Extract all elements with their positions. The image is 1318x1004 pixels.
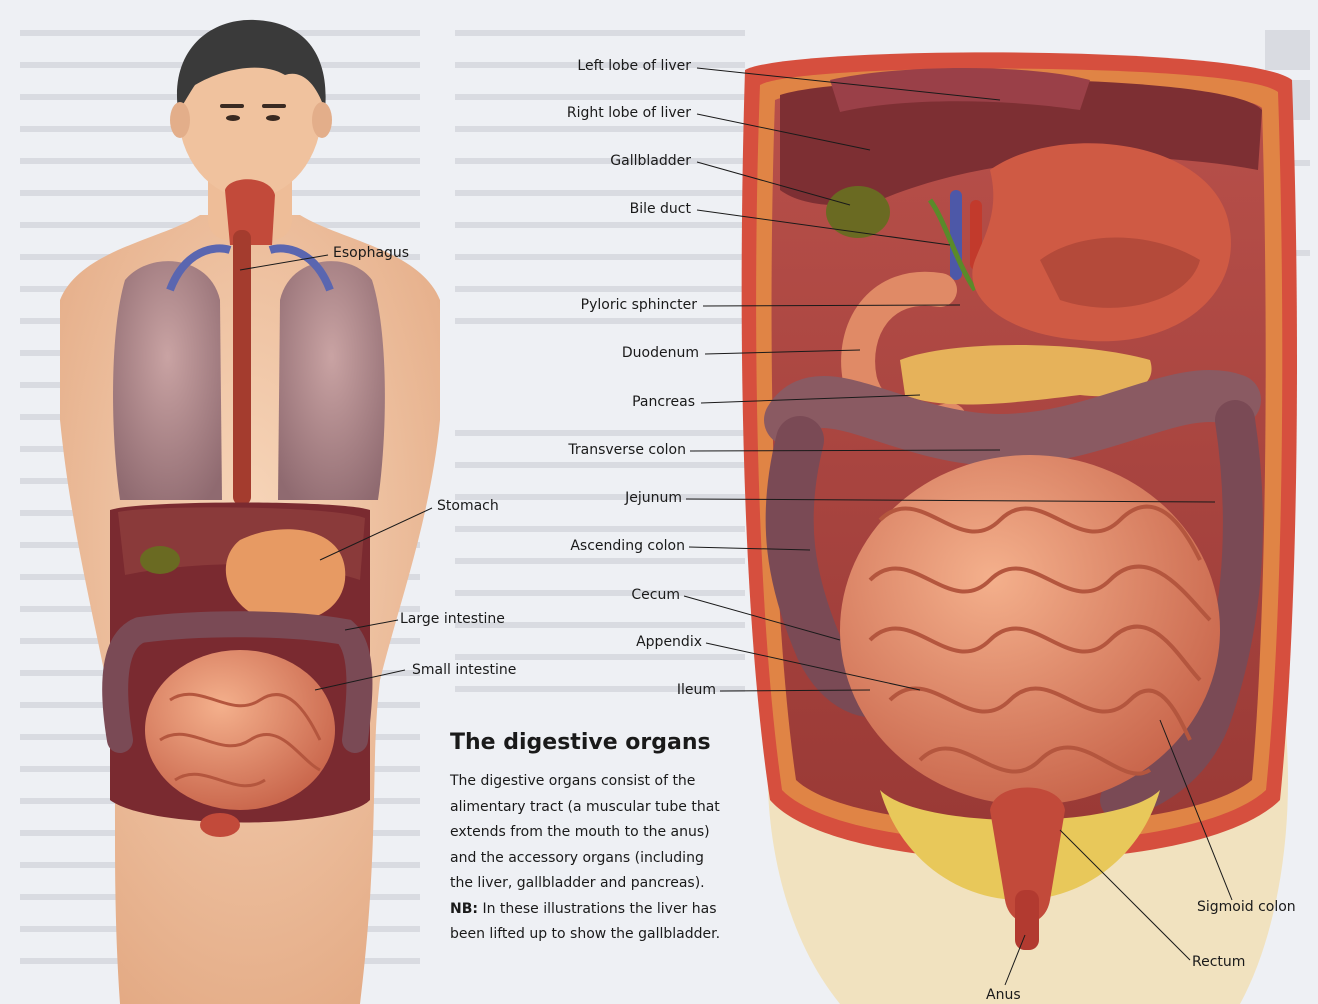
right-lung [278, 261, 385, 500]
caption-line: and the accessory organs (including [450, 850, 704, 866]
label-esophagus: Esophagus [333, 246, 409, 260]
label-pyloric-sphincter: Pyloric sphincter [581, 298, 697, 312]
caption-line: The digestive organs consist of the [450, 773, 695, 789]
label-pancreas: Pancreas [632, 395, 695, 409]
caption-line: alimentary tract (a muscular tube that [450, 799, 720, 815]
label-ileum: Ileum [677, 683, 716, 697]
label-duodenum: Duodenum [622, 346, 699, 360]
label-right-lobe-of-liver: Right lobe of liver [567, 106, 691, 120]
right-figure [742, 52, 1297, 1004]
label-cecum: Cecum [631, 588, 680, 602]
label-appendix: Appendix [636, 635, 702, 649]
label-large-intestine: Large intestine [400, 612, 505, 626]
label-ascending-colon: Ascending colon [570, 539, 685, 553]
label-bile-duct: Bile duct [630, 202, 691, 216]
caption-nb-line: been lifted up to show the gallbladder. [450, 926, 720, 942]
label-left-lobe-of-liver: Left lobe of liver [577, 59, 691, 73]
label-rectum: Rectum [1192, 955, 1245, 969]
label-jejunum: Jejunum [625, 491, 682, 505]
left-figure-organs [110, 179, 385, 837]
caption-line: extends from the mouth to the anus) [450, 824, 710, 840]
caption-body: The digestive organs consist of the alim… [450, 769, 780, 948]
label-stomach: Stomach [437, 499, 499, 513]
label-small-intestine: Small intestine [412, 663, 516, 677]
caption-block: The digestive organs The digestive organ… [450, 730, 780, 948]
caption-nb-label: NB: [450, 901, 478, 917]
caption-title: The digestive organs [450, 730, 780, 755]
label-anus: Anus [986, 988, 1021, 1002]
right-gallbladder [826, 186, 890, 238]
label-gallbladder: Gallbladder [610, 154, 691, 168]
label-transverse-colon: Transverse colon [568, 443, 686, 457]
left-lung [113, 261, 222, 500]
caption-nb-line: In these illustrations the liver has [478, 901, 717, 917]
caption-line: the liver, gallbladder and pancreas). [450, 875, 705, 891]
esophagus-tube [233, 230, 251, 505]
label-sigmoid-colon: Sigmoid colon [1197, 900, 1296, 914]
